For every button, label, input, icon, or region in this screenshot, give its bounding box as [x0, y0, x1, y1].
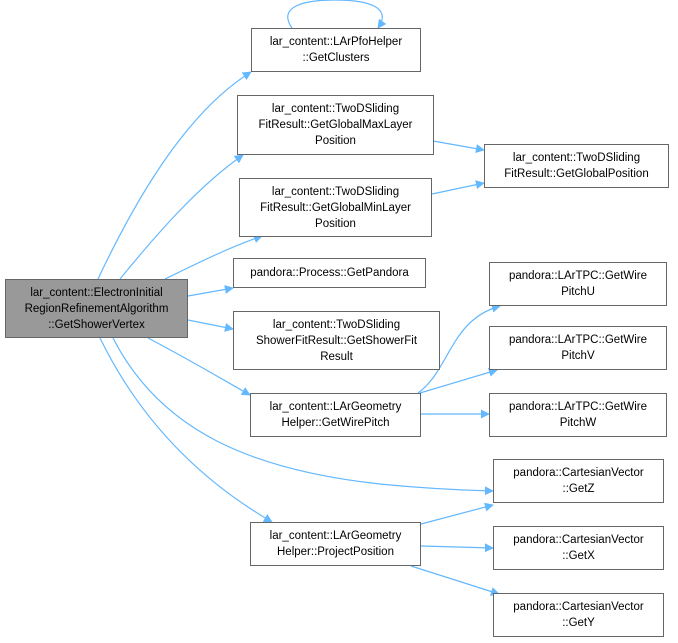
node-label-line: Position	[315, 217, 356, 230]
node-label-line: Position	[315, 135, 356, 147]
node-label-line: lar_content::TwoDSliding	[512, 152, 641, 164]
node-label-line: ::GetX	[562, 550, 595, 562]
node-label-line: PitchV	[561, 350, 595, 362]
edge-maxlayer-globalposition	[432, 140, 485, 154]
node-cartesianvector-getx[interactable]: pandora::CartesianVector::GetX	[493, 526, 664, 570]
edge-root-projectposition	[99, 337, 273, 523]
node-label-line: lar_content::TwoDSliding	[271, 185, 400, 198]
node-label-line: pandora::CartesianVector	[513, 601, 644, 613]
node-label-line: lar_content::TwoDSliding	[271, 103, 400, 115]
node-process-getpandora[interactable]: pandora::Process::GetPandora	[233, 258, 426, 288]
node-label-line: pandora::LArTPC::GetWire	[508, 334, 648, 346]
edge-root-getshowerfitresult	[187, 319, 234, 332]
edge-projectposition-getx	[420, 543, 494, 553]
node-label-line: lar_content::ElectronInitial	[30, 286, 163, 299]
node-label-line: RegionRefinementAlgorithm	[24, 302, 169, 315]
node-lar-pfo-helper-getclusters[interactable]: lar_content::LArPfoHelper::GetClusters	[251, 28, 421, 72]
node-label-line: lar_content::TwoDSliding	[272, 318, 401, 331]
node-label-line: lar_content::LArGeometry	[269, 401, 402, 413]
node-label-line: lar_content::LArGeometry	[269, 530, 402, 542]
node-label-line: pandora::LArTPC::GetWire	[508, 270, 648, 282]
edge-root-getpandora	[187, 284, 234, 297]
node-label-line: FitResult::GetGlobalMaxLayer	[258, 119, 413, 131]
node-cartesianvector-gety[interactable]: pandora::CartesianVector::GetY	[493, 593, 664, 637]
node-cartesianvector-getz[interactable]: pandora::CartesianVector::GetZ	[493, 459, 664, 503]
node-label-line: Helper::GetWirePitch	[281, 417, 390, 429]
node-label-line: PitchU	[561, 286, 595, 298]
node-label-line: ::GetClusters	[302, 52, 370, 64]
edge-root-getwirepitch	[147, 337, 251, 396]
node-label-line: ::GetZ	[562, 483, 595, 495]
node-label-line: FitResult::GetGlobalMinLayer	[260, 201, 411, 214]
node-label-line: ::GetY	[562, 617, 595, 629]
node-label-line: pandora::Process::GetPandora	[250, 267, 409, 279]
edge-root-getglobalminlayer	[164, 234, 263, 280]
edge-getclusters-self	[287, 0, 387, 29]
edge-root-getz	[112, 337, 494, 496]
node-label-line: ShowerFitResult::GetShowerFit	[255, 334, 418, 347]
edge-projectposition-gety	[410, 565, 500, 596]
node-label-line: lar_content::LArPfoHelper	[269, 36, 403, 48]
edge-minlayer-globalposition	[431, 180, 485, 195]
edge-wirepitch-pitchv	[419, 368, 498, 394]
edge-projectposition-getz	[420, 502, 494, 525]
node-label-line: FitResult::GetGlobalPosition	[504, 168, 649, 180]
node-label-line: pandora::CartesianVector	[513, 467, 644, 479]
node-label-line: PitchW	[559, 417, 597, 429]
edge-root-getglobalmaxlayer	[119, 154, 244, 280]
node-label-line: ::GetShowerVertex	[48, 318, 145, 331]
node-label-line: Helper::ProjectPosition	[277, 546, 394, 558]
edge-wirepitch-pitchu	[417, 303, 501, 394]
node-label-line: pandora::LArTPC::GetWire	[508, 401, 648, 413]
node-label-line: Result	[320, 350, 353, 363]
edge-root-getclusters	[97, 71, 252, 280]
node-label-line: pandora::CartesianVector	[513, 534, 644, 546]
